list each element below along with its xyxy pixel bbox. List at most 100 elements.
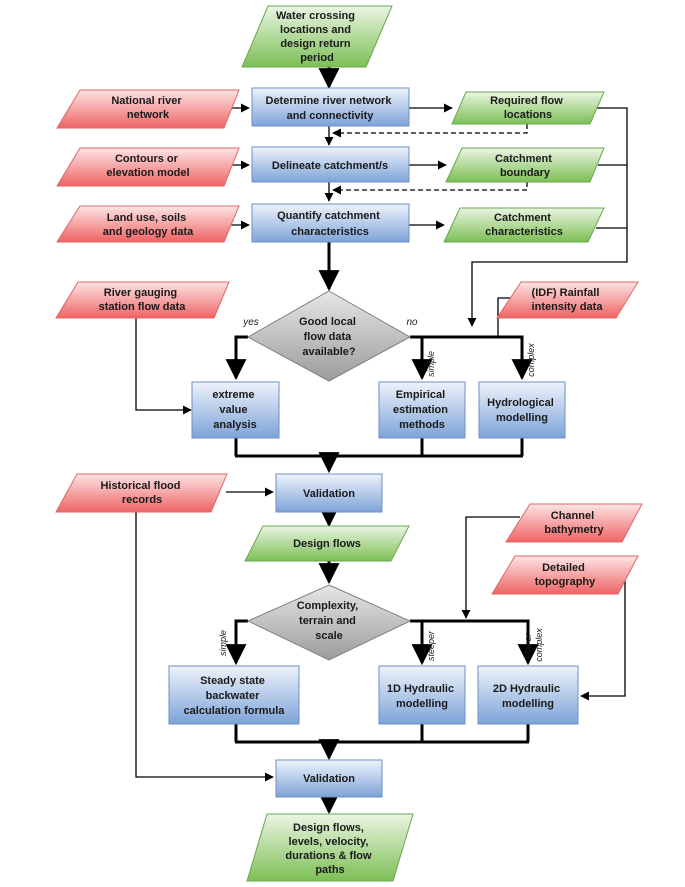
catchment-characteristics-line: characteristics: [485, 226, 563, 238]
text-catchment-boundary: Catchment boundary: [495, 153, 555, 179]
text-national-river: National river network: [111, 95, 184, 121]
contours-line: Contours or: [115, 153, 179, 165]
design-output-line: Design flows,: [293, 822, 364, 834]
branch-label-no: no: [406, 317, 418, 328]
dashed-feedback-2: [332, 182, 528, 195]
process-determine-river: [251, 87, 410, 127]
land-use-line: and geology data: [103, 226, 194, 238]
1d-hydraulic-line: modelling: [396, 698, 448, 710]
historical-line: Historical flood: [100, 480, 180, 492]
arrow-bathymetry: [461, 516, 520, 619]
process-1d-hydraulic: [378, 665, 466, 725]
text-required-flow: Required flow locations: [490, 95, 566, 121]
text-delineate: Delineate catchment/s: [272, 160, 388, 172]
2d-hydraulic-line: modelling: [502, 698, 554, 710]
process-delineate: [251, 146, 410, 183]
text-river-gauging: River gauging station flow data: [99, 287, 187, 313]
data-idf-rainfall: [496, 281, 639, 319]
extreme-value-line: value: [219, 404, 247, 416]
flat-or-complex-line: complex: [534, 628, 544, 662]
good-local-line: flow data: [304, 331, 353, 343]
hydrological-line: modelling: [496, 412, 548, 424]
channel-bathymetry-line: Channel: [551, 510, 594, 522]
text-design-output: Design flows, levels, velocity, duration…: [285, 822, 374, 876]
text-design-flows: Design flows: [293, 538, 361, 550]
catchment-boundary-line: boundary: [500, 167, 551, 179]
process-extreme-value: [191, 381, 280, 439]
water-crossing-line: period: [300, 52, 334, 64]
idf-rainfall-line: (IDF) Rainfall: [532, 287, 600, 299]
steady-state-line: calculation formula: [184, 705, 286, 717]
branch-label-complex: complex: [526, 343, 536, 377]
quantify-line: Quantify catchment: [277, 210, 380, 222]
text-quantify: Quantify catchment characteristics: [277, 210, 383, 238]
process-2d-hydraulic: [477, 665, 579, 725]
extreme-value-line: analysis: [213, 419, 256, 431]
complexity-line: scale: [315, 630, 343, 642]
collector-required: [467, 107, 628, 327]
idf-rainfall-line: intensity data: [532, 301, 604, 313]
determine-river-line: Determine river network: [266, 95, 393, 107]
text-steady-state: Steady state backwater calculation formu…: [184, 675, 286, 717]
output-required-flow: [451, 91, 605, 125]
water-crossing-line: locations and: [280, 24, 351, 36]
design-flows-line: Design flows: [293, 538, 361, 550]
text-determine-river: Determine river network and connectivity: [266, 95, 395, 122]
branch-label-yes: yes: [242, 317, 259, 328]
1d-hydraulic-line: 1D Hydraulic: [387, 683, 454, 695]
branch-flat: [410, 619, 539, 666]
process-quantify: [251, 203, 410, 243]
text-2d-hydraulic: 2D Hydraulic modelling: [493, 683, 563, 710]
process-steady-state: [168, 665, 300, 725]
data-national-river: [56, 89, 240, 129]
complexity-line: terrain and: [299, 615, 356, 627]
text-good-local: Good local flow data available?: [299, 316, 359, 358]
data-river-gauging: [55, 281, 230, 319]
text-complexity: Complexity, terrain and scale: [297, 600, 362, 642]
empirical-line: methods: [399, 419, 445, 431]
text-empirical: Empirical estimation methods: [393, 389, 451, 431]
hydrological-line: Hydrological: [487, 397, 554, 409]
decision-good-local: [246, 290, 412, 382]
required-flow-line: Required flow: [490, 95, 563, 107]
design-output-line: durations & flow: [285, 850, 372, 862]
historical-line: records: [122, 494, 162, 506]
decision-complexity: [246, 584, 412, 661]
text-historical: Historical flood records: [100, 480, 183, 506]
determine-river-line: and connectivity: [287, 110, 375, 122]
output-catchment-characteristics: [443, 207, 605, 243]
branch-label-simple: simple: [426, 351, 436, 377]
arrow-gauging-to-extreme: [135, 310, 192, 415]
catchment-characteristics-line: Catchment: [494, 212, 551, 224]
arrow-historical-to-validation-2: [135, 512, 274, 782]
data-contours: [56, 147, 240, 187]
empirical-line: estimation: [393, 404, 448, 416]
design-flows: [244, 525, 410, 562]
2d-hydraulic-line: 2D Hydraulic: [493, 683, 560, 695]
text-catchment-characteristics: Catchment characteristics: [485, 212, 563, 238]
river-gauging-line: station flow data: [99, 301, 187, 313]
text-extreme-value: extreme value analysis: [212, 389, 257, 431]
water-crossing-line: Water crossing: [276, 10, 355, 22]
branch-label-steeper: steeper: [426, 630, 436, 661]
land-use-line: Land use, soils: [107, 212, 186, 224]
text-1d-hydraulic: 1D Hydraulic modelling: [387, 683, 457, 710]
input-water-crossing: [241, 5, 393, 68]
data-historical: [55, 473, 228, 513]
steady-state-line: Steady state: [200, 675, 265, 687]
detailed-topography-line: Detailed: [542, 562, 585, 574]
text-water-crossing: Water crossing locations and design retu…: [276, 10, 358, 64]
complexity-line: Complexity,: [297, 600, 359, 612]
catchment-boundary-line: Catchment: [495, 153, 552, 165]
branch-label-simple-2: simple: [218, 630, 228, 656]
detailed-topography-line: topography: [535, 576, 596, 588]
text-validation-2: Validation: [303, 773, 355, 785]
good-local-line: available?: [302, 346, 355, 358]
national-river-line: National river: [111, 95, 182, 107]
output-catchment-boundary: [445, 147, 605, 183]
data-channel-bathymetry: [505, 503, 643, 543]
branch-label-flat-or-complex: Flat or complex: [523, 628, 544, 662]
process-validation-2: [275, 759, 383, 798]
process-validation-1: [275, 473, 383, 513]
